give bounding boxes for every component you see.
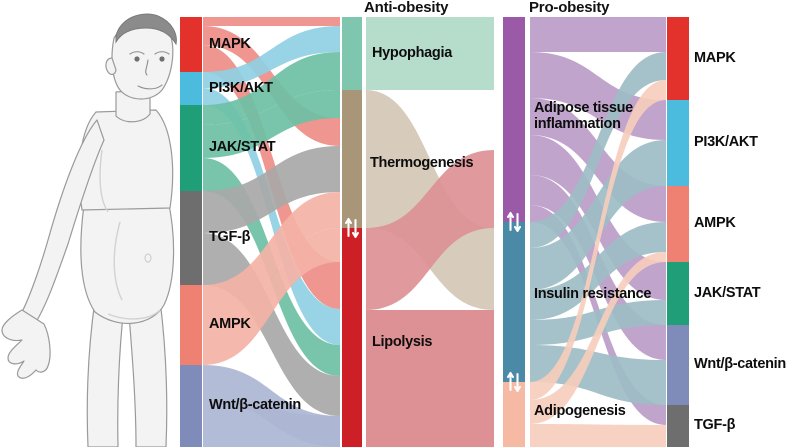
obese-male-illustration bbox=[1, 13, 177, 447]
right-axis-bar-segment-ampk_r[interactable] bbox=[667, 186, 689, 262]
eye-left bbox=[134, 56, 140, 62]
anti-up-down-arrow-icon-0 bbox=[344, 217, 360, 239]
left-axis-bar-segment-pi3k[interactable] bbox=[180, 72, 202, 105]
right-axis-bar-segment-wnt_r[interactable] bbox=[667, 325, 689, 405]
left-axis-bar-segment-tgfb[interactable] bbox=[180, 191, 202, 285]
left-axis-bar bbox=[180, 17, 202, 447]
left-axis-bar-segment-wnt[interactable] bbox=[180, 365, 202, 447]
flow-pi3k-to-lipolysis bbox=[203, 88, 340, 345]
flow-wnt-to-lipolysis bbox=[203, 400, 340, 447]
label-right-ampk_r: AMPK bbox=[694, 215, 736, 231]
flow-insulin-to-jakstat_r bbox=[530, 300, 666, 345]
hair-shape bbox=[115, 13, 177, 46]
column-header-pro-obesity: Pro-obesity bbox=[529, 0, 610, 16]
column-header-anti-obesity: Anti-obesity bbox=[364, 0, 449, 16]
flow-adipogen-to-mapk_r bbox=[530, 80, 666, 400]
pro-axis-bar-segment-adipogen[interactable] bbox=[503, 382, 525, 447]
label-right-mapk_r: MAPK bbox=[694, 49, 736, 66]
label-pro-adipose-tissue-inflammation: Adipose tissue inflammation bbox=[534, 100, 633, 133]
pro-up-down-arrow-icon-0 bbox=[506, 211, 522, 233]
right-axis-bar-segment-tgfb_r[interactable] bbox=[667, 405, 689, 447]
right-axis-bar-segment-mapk_r[interactable] bbox=[667, 17, 689, 100]
flow-insulin-to-mapk_r bbox=[530, 52, 666, 248]
left-flow-group bbox=[203, 17, 340, 447]
label-left-ampk: AMPK bbox=[209, 316, 251, 332]
anti-block-lipolysis bbox=[366, 310, 494, 447]
flow-adipogen-to-ampk_r bbox=[530, 252, 666, 424]
pro-up-down-arrow-icon-1-glyph bbox=[506, 371, 522, 393]
flow-ampk-to-lipolysis bbox=[203, 228, 340, 365]
label-anti-thermogenesis: Thermogenesis bbox=[370, 155, 474, 171]
navel bbox=[144, 253, 152, 263]
label-left-mapk: MAPK bbox=[209, 35, 251, 52]
label-pro-insulin-resistance: Insulin resistance bbox=[534, 286, 652, 302]
label-left-wnt: Wnt/β-catenin bbox=[209, 397, 301, 413]
flow-ampk-to-thermogenesis bbox=[203, 192, 340, 330]
left-axis-bar-segment-mapk[interactable] bbox=[180, 17, 202, 72]
anti-axis-bar-segment-hypophagia[interactable] bbox=[342, 17, 362, 90]
right-flow-group bbox=[530, 17, 666, 447]
pro-axis-bar bbox=[503, 17, 525, 447]
flow-adipose-to-mapk_r bbox=[530, 17, 666, 52]
pro-up-down-arrow-icon-1 bbox=[506, 371, 522, 393]
right-axis-bar-segment-jakstat_r[interactable] bbox=[667, 262, 689, 325]
anti-cross-lipolysis-up bbox=[366, 150, 494, 310]
eye-right bbox=[159, 56, 165, 62]
anti-axis-bar-segment-lipolysis[interactable] bbox=[342, 228, 362, 447]
pro-axis-bar-segment-insulin[interactable] bbox=[503, 222, 525, 382]
flow-pi3k-to-hypophagia bbox=[203, 26, 340, 88]
flow-adipogen-to-tgfb_r bbox=[530, 424, 666, 447]
label-left-jakstat: JAK/STAT bbox=[209, 139, 276, 155]
flow-jakstat-to-hypophagia bbox=[203, 52, 340, 125]
left-axis-bar-segment-jakstat[interactable] bbox=[180, 105, 202, 191]
label-right-tgfb_r: TGF-β bbox=[694, 417, 736, 433]
label-anti-lipolysis: Lipolysis bbox=[372, 334, 433, 350]
label-right-wnt_r: Wnt/β-catenin bbox=[694, 356, 786, 372]
label-left-tgfb: TGF-β bbox=[209, 229, 251, 245]
label-pro-adipogenesis: Adipogenesis bbox=[534, 403, 626, 419]
anti-axis-bar bbox=[342, 17, 362, 447]
label-right-pi3k_r: PI3K/AKT bbox=[694, 134, 758, 150]
anti-block-hypophagia bbox=[366, 17, 494, 90]
label-anti-hypophagia: Hypophagia bbox=[372, 45, 452, 61]
anti-obesity-body bbox=[366, 17, 494, 447]
anti-axis-bar-segment-thermogenesis[interactable] bbox=[342, 90, 362, 228]
flow-insulin-to-ampk_r bbox=[530, 222, 666, 320]
flow-mapk-to-hypophagia bbox=[203, 17, 340, 26]
flow-insulin-to-pi3k_r bbox=[530, 140, 666, 290]
right-axis-bar-segment-pi3k_r[interactable] bbox=[667, 100, 689, 186]
left-axis-bar-segment-ampk[interactable] bbox=[180, 285, 202, 365]
label-right-jakstat_r: JAK/STAT bbox=[694, 284, 761, 301]
anti-up-down-arrow-icon-0-glyph bbox=[344, 217, 360, 239]
flow-tgfb-to-thermogenesis bbox=[203, 146, 340, 233]
label-left-pi3k: PI3K/AKT bbox=[209, 79, 273, 96]
right-axis-bar bbox=[667, 17, 689, 447]
pro-up-down-arrow-icon-0-glyph bbox=[506, 211, 522, 233]
flow-jakstat-to-thermogenesis bbox=[203, 90, 340, 158]
pro-axis-bar-segment-adipose[interactable] bbox=[503, 17, 525, 222]
